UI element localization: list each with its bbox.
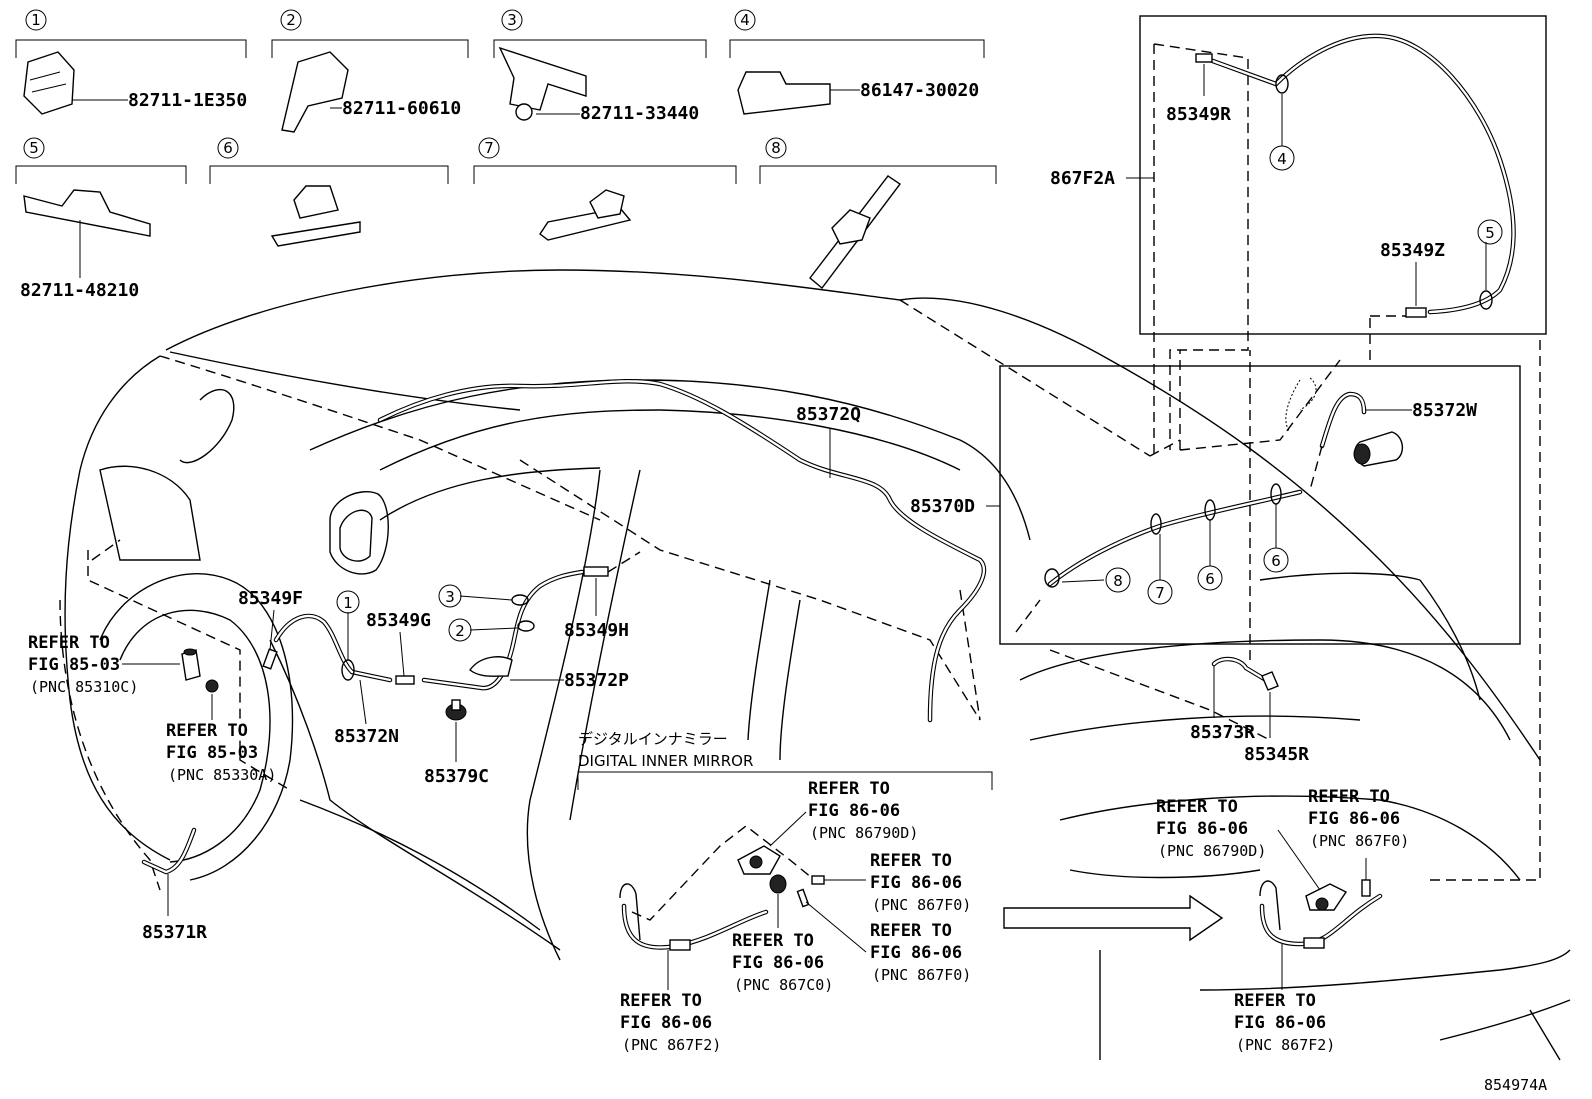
fig-ref: FIG 86-06 [808, 801, 900, 821]
callout-number: 1 [343, 594, 353, 612]
inset-number: 2 [286, 11, 296, 29]
callout-number: 3 [445, 588, 455, 606]
callout-number: 5 [1485, 224, 1495, 242]
refer-to: REFER TO [620, 991, 702, 1011]
refer-to: REFER TO [732, 931, 814, 951]
refer-to: REFER TO [1308, 787, 1390, 807]
inset-number: 3 [507, 11, 517, 29]
pnc-ref: (PNC 86790D) [1158, 842, 1266, 860]
catalog-number: 854974A [1484, 1076, 1547, 1094]
label-867F2A: 867F2A [1050, 168, 1115, 189]
inset-parts-row: 1 82711-1E350 2 82711-60610 3 82711-3344… [15, 9, 997, 301]
pnc-ref: (PNC 867F0) [1310, 832, 1409, 850]
callout-number: 4 [1277, 150, 1287, 168]
refer-to: REFER TO [166, 721, 248, 741]
inset-part-7: 7 [473, 137, 737, 241]
pnc-ref: (PNC 867F2) [1236, 1036, 1335, 1054]
label-85371R: 85371R [142, 922, 207, 943]
inset-part-8: 8 [759, 137, 997, 290]
fig-ref: FIG 86-06 [1234, 1013, 1326, 1033]
pnc-ref: (PNC 867C0) [734, 976, 833, 994]
part-number: 82711-1E350 [128, 90, 247, 111]
label-85370D: 85370D [910, 496, 975, 517]
refer-to: REFER TO [870, 921, 952, 941]
reference-fig-85-03-b: REFER TO FIG 85-03 (PNC 85330A) [166, 694, 276, 784]
label-85349Z: 85349Z [1380, 240, 1445, 261]
pnc-ref: (PNC 867F0) [872, 966, 971, 984]
label-85372N: 85372N [334, 726, 399, 747]
fig-ref: FIG 86-06 [870, 873, 962, 893]
pnc-ref: (PNC 85310C) [30, 678, 138, 696]
inset-part-5: 5 82711-48210 [15, 137, 187, 301]
label-85372P: 85372P [564, 670, 629, 691]
part-number: 82711-60610 [342, 98, 461, 119]
inset-number: 4 [740, 11, 750, 29]
inset-number: 1 [31, 11, 41, 29]
label-85372Q: 85372Q [796, 404, 861, 425]
pnc-ref: (PNC 86790D) [810, 824, 918, 842]
label-85372W: 85372W [1412, 400, 1477, 421]
inset-part-1: 1 82711-1E350 [15, 9, 247, 115]
fig-ref: FIG 85-03 [28, 655, 120, 675]
fig-ref: FIG 86-06 [1308, 809, 1400, 829]
label-85345R: 85345R [1244, 744, 1309, 765]
vehicle-body-outline [59, 269, 1571, 1061]
fig-ref: FIG 86-06 [620, 1013, 712, 1033]
inset-part-4: 4 86147-30020 [729, 9, 985, 115]
label-85349G: 85349G [366, 610, 431, 631]
refer-to: REFER TO [870, 851, 952, 871]
label-85373R: 85373R [1190, 722, 1255, 743]
label-85349F: 85349F [238, 588, 303, 609]
refer-to: REFER TO [28, 633, 110, 653]
callout-number: 7 [1155, 584, 1165, 602]
callout-number: 6 [1271, 552, 1281, 570]
fig-ref: FIG 86-06 [870, 943, 962, 963]
label-85349R: 85349R [1166, 104, 1231, 125]
part-number: 82711-48210 [20, 280, 139, 301]
fig-ref: FIG 86-06 [1156, 819, 1248, 839]
label-85349H: 85349H [564, 620, 629, 641]
pnc-ref: (PNC 85330A) [168, 766, 276, 784]
part-number: 86147-30020 [860, 80, 979, 101]
part-number: 82711-33440 [580, 103, 699, 124]
inset-number: 5 [29, 139, 39, 157]
inset-part-2: 2 82711-60610 [271, 9, 469, 133]
rear-lower-harness: 85373R 85345R REFER TO FIG 86-06 (PNC 86… [1003, 656, 1409, 1054]
refer-to: REFER TO [1156, 797, 1238, 817]
fig-ref: FIG 86-06 [732, 953, 824, 973]
box-85370D: 8 7 6 6 85372W 85370D [910, 365, 1521, 645]
mirror-caption-jp: デジタルインナミラー [578, 730, 728, 748]
label-85379C: 85379C [424, 766, 489, 787]
mirror-caption-en: DIGITAL INNER MIRROR [578, 752, 753, 770]
left-harnesses: 1 85372N 85349F 85349G 3 2 85372P 85349H [141, 551, 641, 943]
pnc-ref: (PNC 867F2) [622, 1036, 721, 1054]
roof-harness-85372Q [377, 378, 987, 723]
inset-part-3: 3 82711-33440 [493, 9, 707, 124]
box-867F2A: 4 5 85349R 85349Z 867F2A [1050, 15, 1547, 458]
pnc-ref: (PNC 867F0) [872, 896, 971, 914]
callout-number: 2 [455, 622, 465, 640]
callout-number: 8 [1113, 572, 1123, 590]
reference-fig-85-03-a: REFER TO FIG 85-03 (PNC 85310C) [28, 633, 180, 696]
fig-ref: FIG 85-03 [166, 743, 258, 763]
inset-number: 8 [771, 139, 781, 157]
refer-to: REFER TO [1234, 991, 1316, 1011]
digital-inner-mirror-section: デジタルインナミラー DIGITAL INNER MIRROR REFER TO… [577, 730, 993, 1054]
refer-to: REFER TO [808, 779, 890, 799]
callout-number: 6 [1205, 570, 1215, 588]
inset-number: 6 [223, 139, 233, 157]
inset-part-6: 6 [209, 137, 449, 247]
inset-number: 7 [484, 139, 494, 157]
